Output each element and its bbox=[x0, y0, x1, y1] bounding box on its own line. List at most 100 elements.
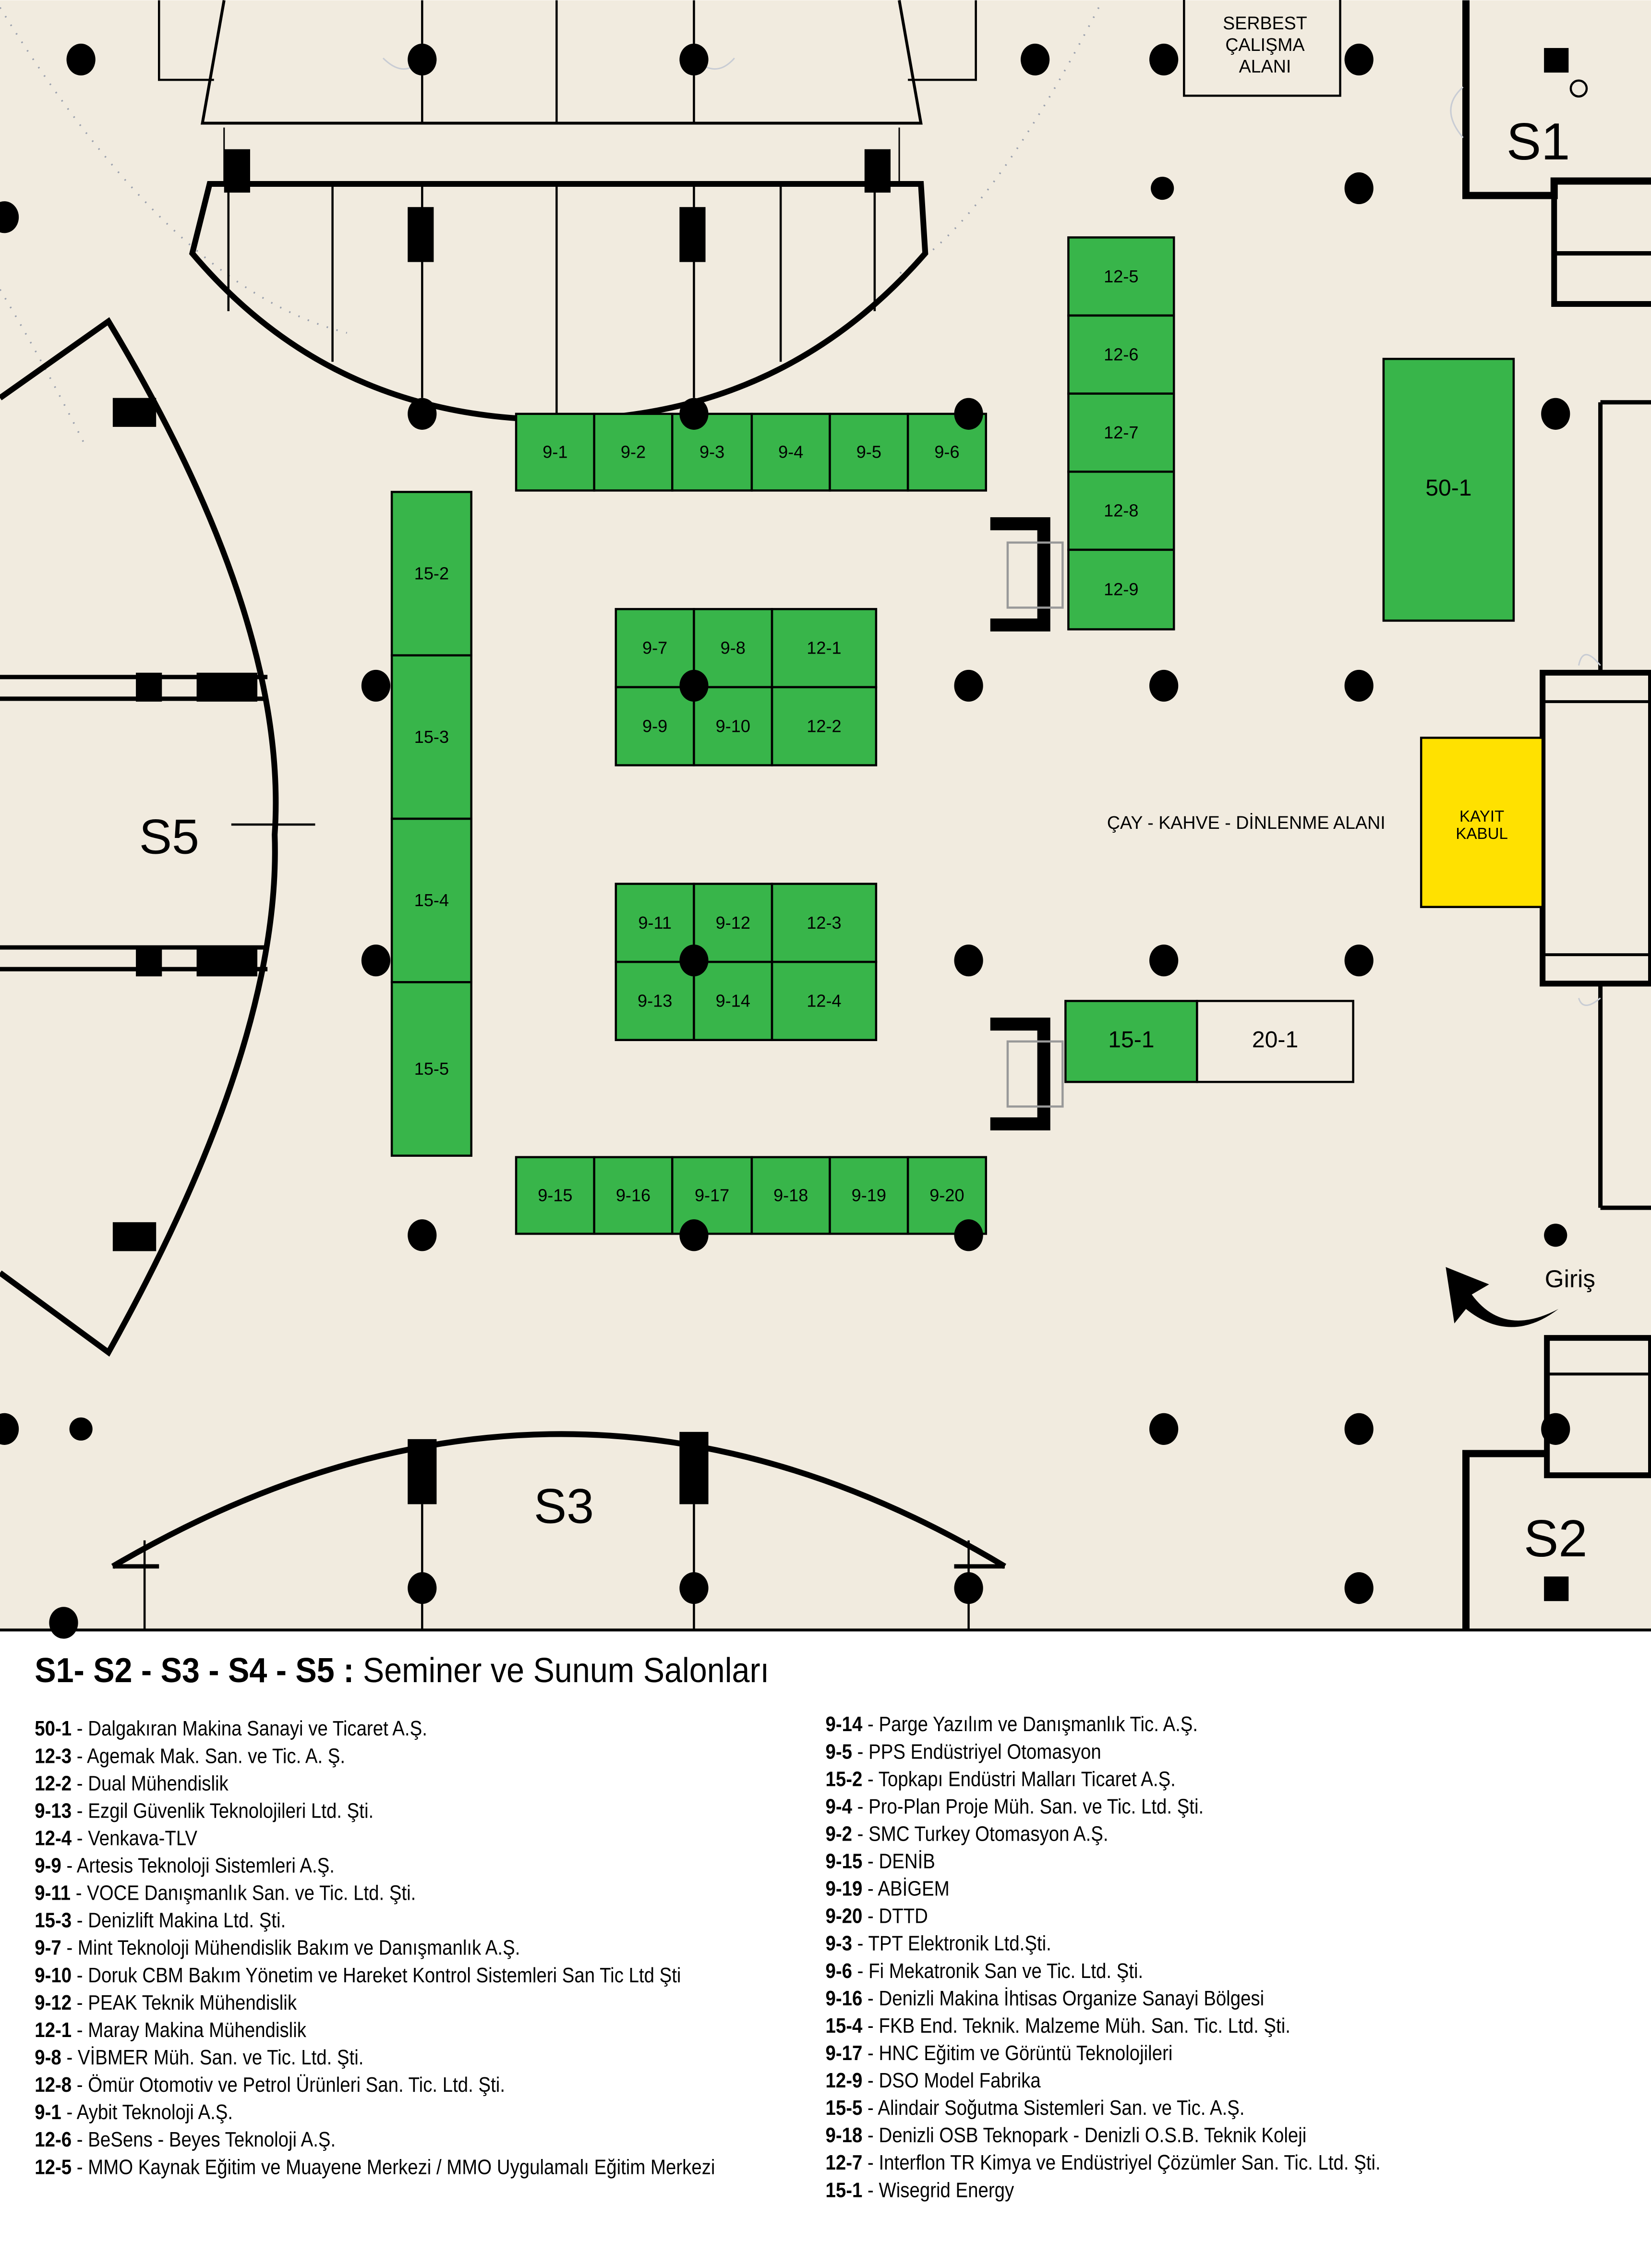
booth-12-8[interactable]: 12-8 bbox=[1067, 471, 1175, 551]
registration-desk[interactable]: KAYIT KABUL bbox=[1420, 737, 1544, 908]
legend-entry: 9-20 - DTTD bbox=[826, 1904, 928, 1928]
column-icon bbox=[954, 1219, 983, 1251]
legend-entry: 9-13 - Ezgil Güvenlik Teknolojileri Ltd.… bbox=[35, 1799, 374, 1822]
booth-20-1[interactable]: 20-1 bbox=[1196, 1000, 1354, 1083]
booth-label: 9-16 bbox=[616, 1186, 651, 1205]
legend-company-name: - Doruk CBM Bakım Yönetim ve Hareket Kon… bbox=[72, 1964, 681, 1987]
legend-entry: 15-3 - Denizlift Makina Ltd. Şti. bbox=[35, 1908, 286, 1932]
booth-15-1[interactable]: 15-1 bbox=[1064, 1000, 1198, 1083]
booth-9-10[interactable]: 9-10 bbox=[693, 686, 773, 766]
booth-9-12[interactable]: 9-12 bbox=[693, 883, 773, 963]
booth-box[interactable] bbox=[593, 1156, 674, 1235]
booth-12-4[interactable]: 12-4 bbox=[771, 960, 878, 1042]
booth-box[interactable] bbox=[829, 1156, 909, 1235]
booth-label: 9-8 bbox=[721, 638, 746, 658]
column-icon bbox=[1149, 669, 1179, 702]
booth-box[interactable] bbox=[1064, 1000, 1198, 1083]
booth-box[interactable] bbox=[693, 883, 773, 963]
booth-box[interactable] bbox=[693, 608, 773, 689]
booth-12-7[interactable]: 12-7 bbox=[1067, 392, 1175, 473]
booth-box[interactable] bbox=[515, 412, 595, 492]
booth-label: 15-4 bbox=[414, 890, 449, 910]
booth-label: 15-1 bbox=[1108, 1027, 1154, 1053]
registration-desk-box[interactable] bbox=[1420, 737, 1544, 908]
booth-9-19[interactable]: 9-19 bbox=[829, 1156, 909, 1235]
booth-box[interactable] bbox=[750, 1156, 831, 1235]
s3-hall-structure bbox=[111, 1431, 1007, 1630]
booth-9-1[interactable]: 9-1 bbox=[515, 412, 595, 492]
legend-company-name: - PPS Endüstriyel Otomasyon bbox=[852, 1740, 1101, 1763]
legend-entry: 9-10 - Doruk CBM Bakım Yönetim ve Hareke… bbox=[35, 1964, 681, 1987]
booth-box[interactable] bbox=[771, 608, 878, 689]
booth-label: 15-5 bbox=[414, 1059, 449, 1079]
column-icon bbox=[679, 669, 709, 702]
legend-booth-code: 9-19 bbox=[826, 1877, 863, 1900]
booth-box[interactable] bbox=[1067, 392, 1175, 473]
legend-booth-code: 9-10 bbox=[35, 1964, 72, 1987]
booth-9-3[interactable]: 9-3 bbox=[671, 412, 753, 492]
booth-12-1[interactable]: 12-1 bbox=[771, 608, 878, 689]
booth-box[interactable] bbox=[390, 817, 472, 983]
column-icon bbox=[1344, 669, 1374, 702]
booth-9-8[interactable]: 9-8 bbox=[693, 608, 773, 689]
booth-label: 9-1 bbox=[542, 442, 567, 462]
legend-company-name: - Dalgakıran Makina Sanayi ve Ticaret A.… bbox=[72, 1717, 427, 1740]
booth-9-5[interactable]: 9-5 bbox=[829, 412, 909, 492]
legend-company-name: - Topkapı Endüstri Malları Ticaret A.Ş. bbox=[862, 1767, 1175, 1791]
booth-9-17[interactable]: 9-17 bbox=[671, 1156, 753, 1235]
booth-box[interactable] bbox=[515, 1156, 595, 1235]
legend-entry: 9-15 - DENİB bbox=[826, 1849, 935, 1873]
booth-box[interactable] bbox=[1382, 358, 1515, 622]
legend-company-name: - VİBMER Müh. San. ve Tic. Ltd. Şti. bbox=[61, 2046, 364, 2069]
booth-box[interactable] bbox=[1067, 236, 1175, 317]
booth-15-5[interactable]: 15-5 bbox=[390, 981, 472, 1157]
legend-company-name: - Ezgil Güvenlik Teknolojileri Ltd. Şti. bbox=[72, 1799, 374, 1822]
tea-coffee-area-label: ÇAY - KAHVE - DİNLENME ALANI bbox=[1107, 813, 1386, 833]
booth-15-4[interactable]: 15-4 bbox=[390, 817, 472, 983]
column-icon bbox=[66, 43, 96, 76]
booth-9-2[interactable]: 9-2 bbox=[593, 412, 674, 492]
booth-12-9[interactable]: 12-9 bbox=[1067, 548, 1175, 631]
booth-box[interactable] bbox=[1196, 1000, 1354, 1083]
booth-12-5[interactable]: 12-5 bbox=[1067, 236, 1175, 317]
booth-9-16[interactable]: 9-16 bbox=[593, 1156, 674, 1235]
booth-9-18[interactable]: 9-18 bbox=[750, 1156, 831, 1235]
booth-12-6[interactable]: 12-6 bbox=[1067, 314, 1175, 395]
legend-entry: 12-9 - DSO Model Fabrika bbox=[826, 2069, 1041, 2092]
legend-booth-code: 9-6 bbox=[826, 1959, 853, 1983]
entrance[interactable]: Giriş bbox=[1446, 1265, 1595, 1327]
booth-box[interactable] bbox=[829, 412, 909, 492]
booth-label: 9-3 bbox=[699, 442, 724, 462]
booth-box[interactable] bbox=[693, 960, 773, 1042]
booth-box[interactable] bbox=[1067, 548, 1175, 631]
booth-box[interactable] bbox=[1067, 471, 1175, 551]
booth-box[interactable] bbox=[671, 1156, 753, 1235]
booth-9-7[interactable]: 9-7 bbox=[615, 608, 695, 689]
legend-booth-code: 12-6 bbox=[35, 2128, 72, 2151]
booth-12-3[interactable]: 12-3 bbox=[771, 883, 878, 963]
booth-box[interactable] bbox=[771, 686, 878, 766]
booth-label: 12-3 bbox=[807, 913, 841, 933]
booth-9-13[interactable]: 9-13 bbox=[615, 960, 695, 1042]
booth-9-20[interactable]: 9-20 bbox=[906, 1156, 988, 1235]
hall-s1-label: S1 bbox=[1506, 112, 1570, 170]
booth-box[interactable] bbox=[390, 981, 472, 1157]
booth-box[interactable] bbox=[750, 412, 831, 492]
booth-15-2[interactable]: 15-2 bbox=[390, 491, 472, 656]
legend-entry: 12-2 - Dual Mühendislik bbox=[35, 1771, 229, 1795]
booth-15-3[interactable]: 15-3 bbox=[390, 654, 472, 820]
booth-box[interactable] bbox=[771, 883, 878, 963]
booth-box[interactable] bbox=[593, 412, 674, 492]
booth-9-14[interactable]: 9-14 bbox=[693, 960, 773, 1042]
booth-9-11[interactable]: 9-11 bbox=[615, 883, 695, 963]
legend-entry: 9-2 - SMC Turkey Otomasyon A.Ş. bbox=[826, 1822, 1109, 1845]
booth-9-15[interactable]: 9-15 bbox=[515, 1156, 595, 1235]
booth-box[interactable] bbox=[771, 960, 878, 1042]
booth-9-4[interactable]: 9-4 bbox=[750, 412, 831, 492]
booth-label: 12-8 bbox=[1104, 501, 1138, 521]
legend-entry: 9-8 - VİBMER Müh. San. ve Tic. Ltd. Şti. bbox=[35, 2046, 363, 2069]
column-icon bbox=[1344, 172, 1374, 205]
booth-12-2[interactable]: 12-2 bbox=[771, 686, 878, 766]
booth-50-1[interactable]: 50-1 bbox=[1382, 358, 1515, 622]
booth-9-9[interactable]: 9-9 bbox=[615, 686, 695, 766]
